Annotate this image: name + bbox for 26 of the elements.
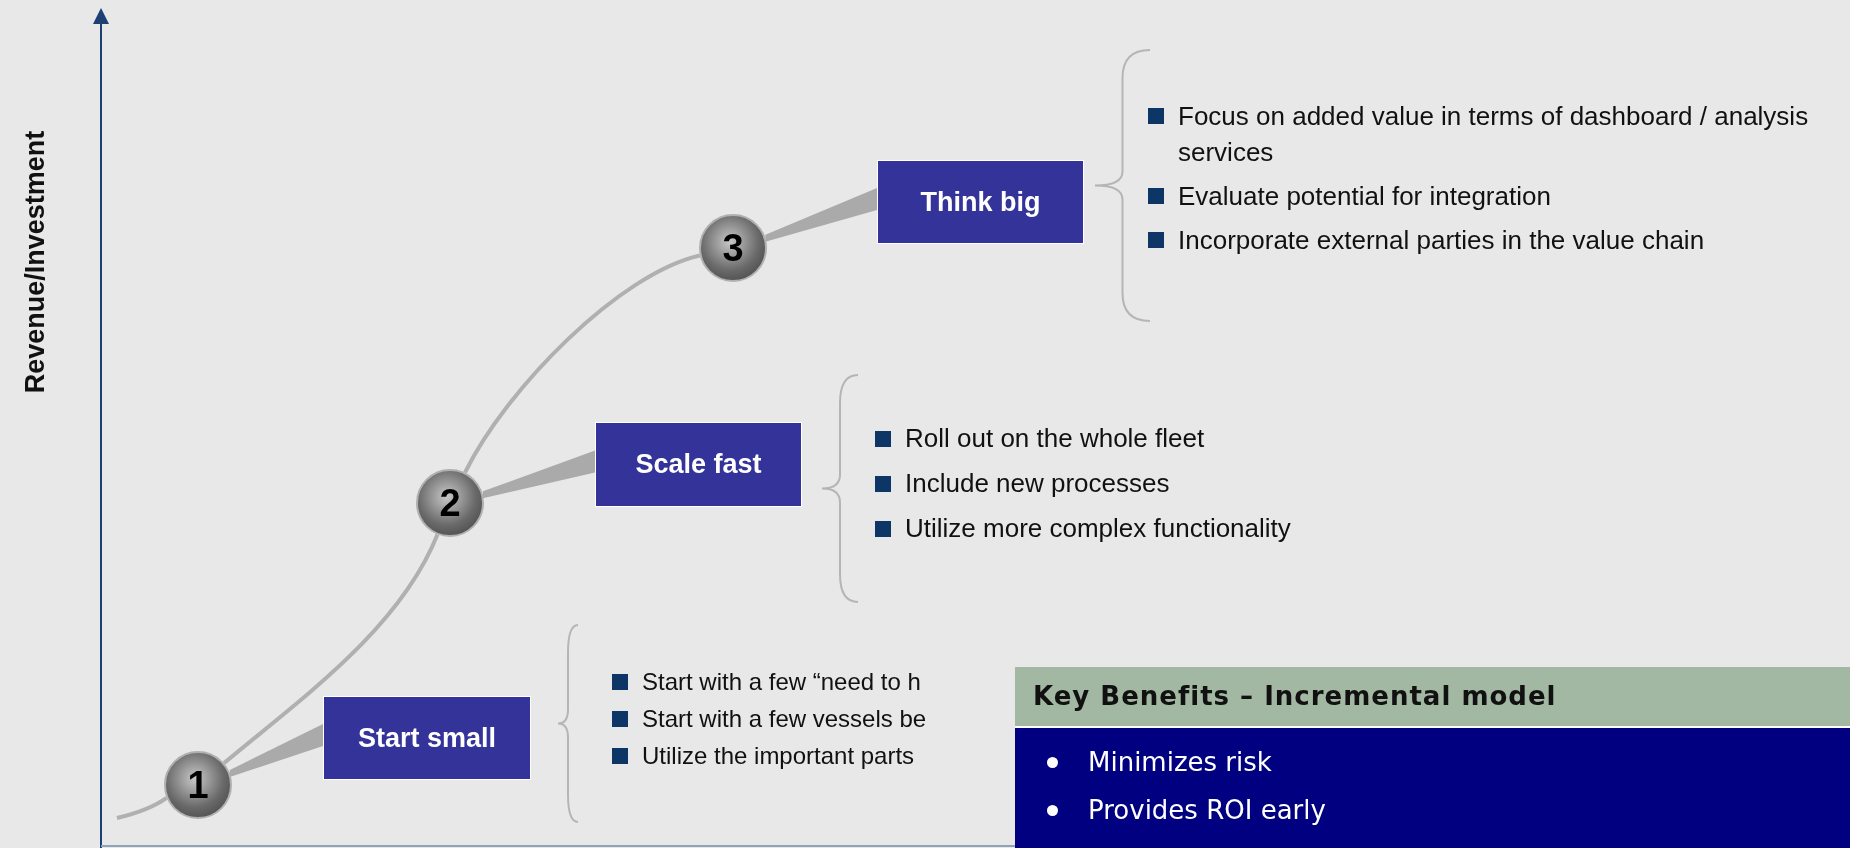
wedge-connector xyxy=(229,724,323,778)
bullet-text: Focus on added value in terms of dashboard / analysis services xyxy=(1178,100,1810,169)
step-number: 2 xyxy=(439,484,461,522)
stage-box xyxy=(323,696,531,780)
benefit-text: Provides ROI early xyxy=(1088,793,1326,827)
benefit-text: Minimizes risk xyxy=(1088,745,1272,779)
curve-line xyxy=(463,253,701,474)
stage-title: Scale fast xyxy=(635,448,762,482)
bullet-text: Start with a few “need to h xyxy=(642,667,921,697)
bullet-text: Evaluate potential for integration xyxy=(1178,180,1551,213)
bullet-text: Incorporate external parties in the value chain xyxy=(1178,224,1705,257)
stage-title: Think big xyxy=(920,185,1041,219)
stage-box xyxy=(595,422,802,507)
stage-title: Start small xyxy=(357,721,497,755)
step-number: 3 xyxy=(722,229,744,267)
bullet-text: Start with a few vessels be xyxy=(642,704,927,734)
wedge-connector xyxy=(482,450,595,499)
bullet-text: Utilize the important parts xyxy=(642,741,915,771)
step-number: 1 xyxy=(187,766,209,804)
stage-box xyxy=(877,160,1084,244)
bullet-text: Utilize more complex functionality xyxy=(905,512,1291,545)
wedge-connector xyxy=(765,188,877,242)
bullet-text: Roll out on the whole fleet xyxy=(905,422,1205,455)
axis-label: Revenue/Investment xyxy=(18,130,51,394)
panel-header: Key Benefits – Incremental model xyxy=(1015,667,1850,728)
bullet-text: Include new processes xyxy=(905,467,1170,500)
